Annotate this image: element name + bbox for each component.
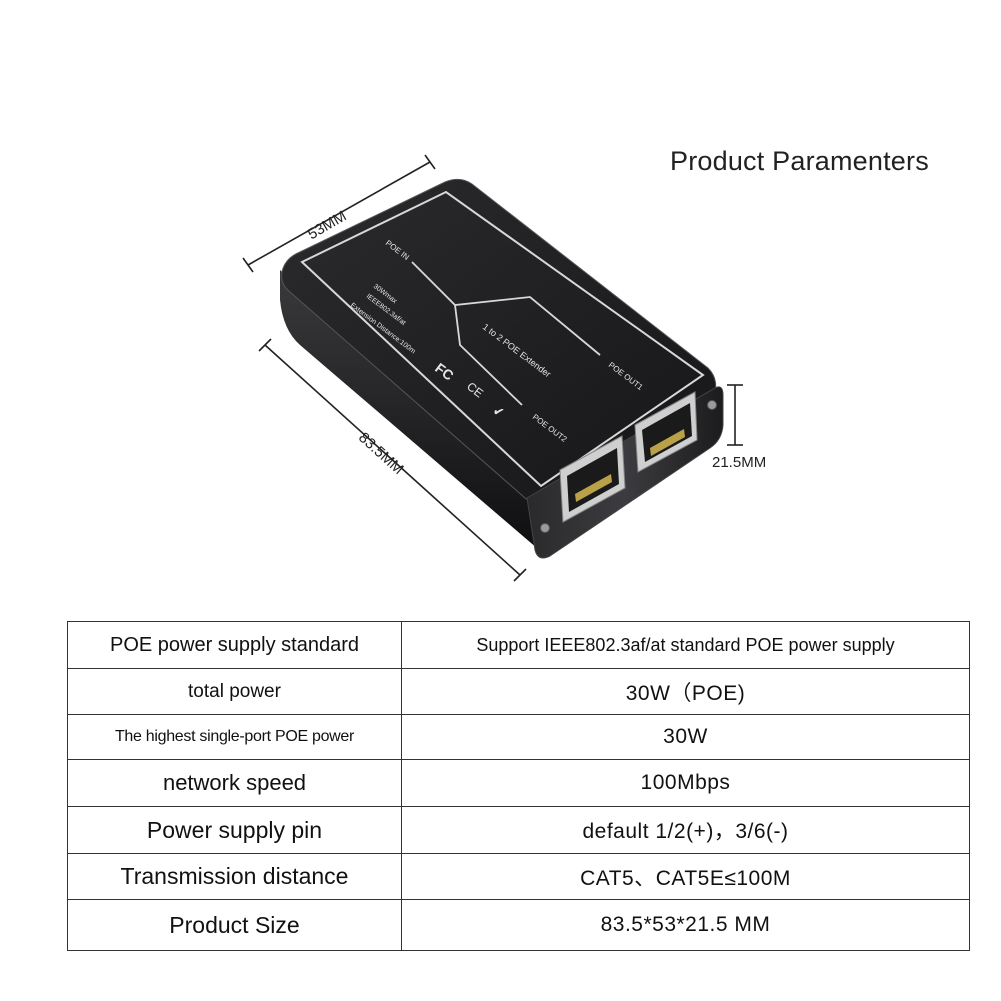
check-icon: ✔ [491,403,506,421]
table-row: Transmission distance CAT5、CAT5E≤100M [67,853,970,900]
spec-value: 30W [401,714,970,760]
spec-label: Power supply pin [67,806,402,854]
dimension-height-label: 21.5MM [712,454,766,471]
rj45-port-out1 [634,391,698,473]
poe-extender-device: POE IN 30Wmax IEEE802.3af/at Extension D… [280,178,724,559]
spec-value: 100Mbps [401,759,970,807]
spec-label: POE power supply standard [67,621,402,669]
table-row: total power 30W（POE) [67,668,970,715]
spec-value: 83.5*53*21.5 MM [401,899,970,951]
table-row: POE power supply standard Support IEEE80… [67,621,970,669]
spec-value: default 1/2(+)，3/6(-) [401,806,970,854]
spec-table: POE power supply standard Support IEEE80… [67,621,970,951]
spec-label: Product Size [67,899,402,951]
spec-value: Support IEEE802.3af/at standard POE powe… [401,621,970,669]
table-row: The highest single-port POE power 30W [67,714,970,760]
table-row: Power supply pin default 1/2(+)，3/6(-) [67,806,970,854]
table-row: Product Size 83.5*53*21.5 MM [67,899,970,951]
screw-icon [540,523,550,533]
spec-label: Transmission distance [67,853,402,900]
spec-label: network speed [67,759,402,807]
spec-value: 30W（POE) [401,668,970,715]
product-illustration: 53MM 83.5MM 21.5MM POE IN 30Wmax IEEE802… [242,154,766,582]
dimension-length-label: 83.5MM [355,429,407,478]
spec-label: The highest single-port POE power [67,714,402,760]
table-row: network speed 100Mbps [67,759,970,807]
spec-value: CAT5、CAT5E≤100M [401,853,970,900]
rj45-port-out2 [559,435,626,523]
spec-label: total power [67,668,402,715]
screw-icon [707,400,717,410]
page-title: Product Paramenters [670,146,929,176]
dimension-lines [242,154,743,582]
